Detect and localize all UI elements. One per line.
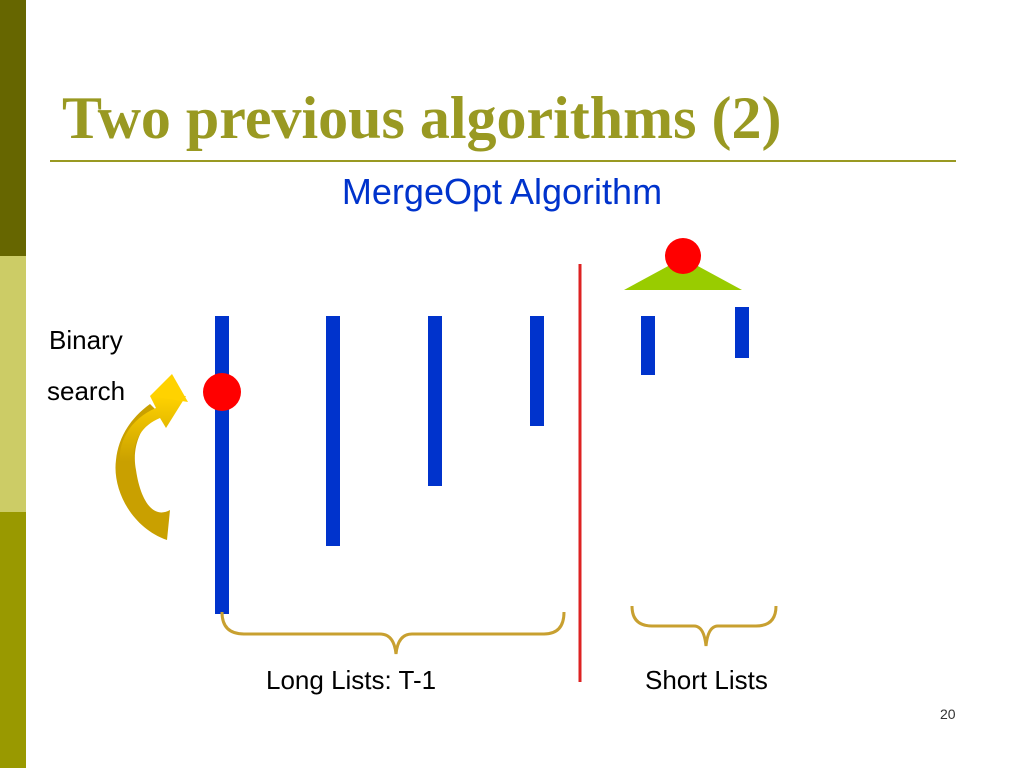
sidebar-segment-top	[0, 0, 26, 256]
slide-subtitle: MergeOpt Algorithm	[341, 171, 663, 212]
page-number: 20	[940, 706, 956, 722]
long-list-bar-4	[530, 316, 544, 426]
long-list-bar-2	[326, 316, 340, 546]
short-lists-label: Short Lists	[645, 665, 768, 695]
short-list-bar-1	[641, 316, 655, 375]
red-dot-icon	[665, 238, 701, 274]
sidebar-segment-middle	[0, 256, 26, 512]
sidebar-accent	[0, 0, 26, 768]
short-list-bar-2	[735, 307, 749, 358]
short-lists-brace	[630, 605, 778, 647]
long-lists-label: Long Lists: T-1	[266, 665, 437, 695]
search-label: search	[47, 376, 126, 406]
long-list-bar-3	[428, 316, 442, 486]
sidebar-segment-bottom	[0, 512, 26, 768]
slide-title: Two previous algorithms (2)	[62, 85, 782, 151]
long-list-bar-1	[215, 316, 229, 614]
title-underline	[50, 160, 956, 162]
curved-arrow-icon	[115, 374, 188, 540]
binary-search-marker-icon	[203, 373, 241, 411]
long-lists-brace	[220, 611, 566, 655]
binary-label: Binary	[49, 325, 123, 355]
